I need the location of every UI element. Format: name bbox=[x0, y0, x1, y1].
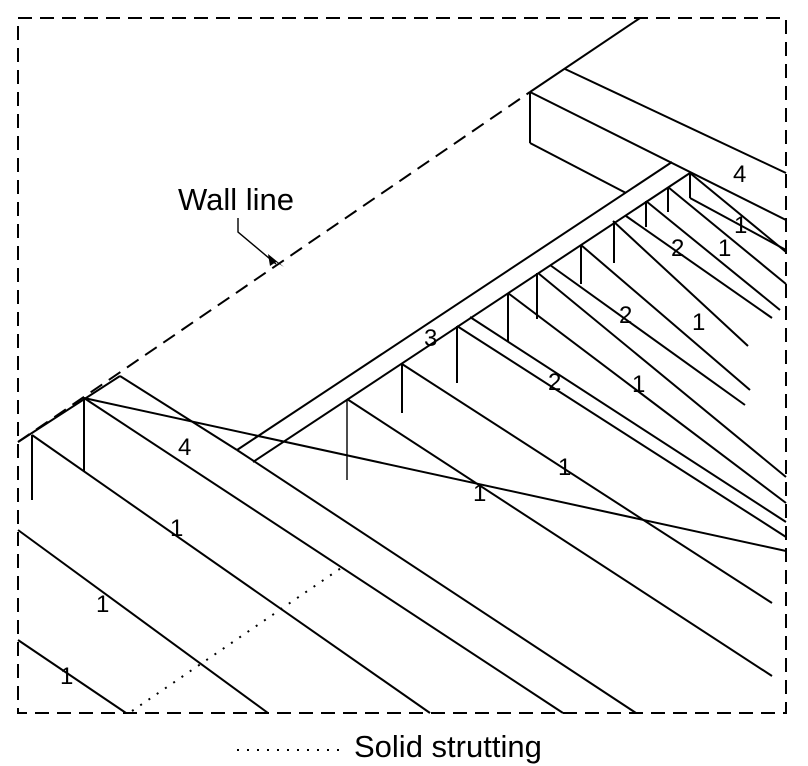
part-label-1: 1 bbox=[718, 235, 731, 262]
plan-boundary bbox=[17, 17, 787, 714]
wall-line-label: Wall line bbox=[178, 182, 294, 217]
part-label-1: 1 bbox=[96, 591, 109, 618]
trimmer-bottom bbox=[529, 142, 627, 194]
part-label-1: 1 bbox=[692, 309, 705, 336]
part-label-1: 1 bbox=[473, 480, 486, 507]
part-label-2: 2 bbox=[619, 302, 632, 329]
wall-line-leader bbox=[237, 218, 277, 265]
part-label-2: 2 bbox=[671, 235, 684, 262]
trimmer-3-back bbox=[236, 161, 673, 451]
part-label-1: 1 bbox=[170, 515, 183, 542]
wall-line bbox=[17, 91, 531, 443]
right-joists bbox=[346, 172, 787, 677]
left-joists bbox=[17, 375, 787, 714]
trimmer-top-edge bbox=[529, 17, 641, 93]
trimmer-top-front bbox=[529, 91, 787, 221]
part-label-1: 1 bbox=[558, 454, 571, 481]
part-label-4: 4 bbox=[178, 434, 191, 461]
legend-solid-strutting-label: Solid strutting bbox=[354, 729, 542, 764]
part-label-1: 1 bbox=[60, 663, 73, 690]
part-label-1: 1 bbox=[632, 371, 645, 398]
solid-strutting-line bbox=[131, 565, 345, 712]
part-label-3: 3 bbox=[424, 325, 437, 352]
part-label-2: 2 bbox=[548, 369, 561, 396]
trimmer-top-back bbox=[564, 68, 787, 174]
part-label-1: 1 bbox=[734, 212, 747, 239]
part-label-4: 4 bbox=[733, 161, 746, 188]
wall-line-arrow-icon bbox=[268, 254, 284, 267]
